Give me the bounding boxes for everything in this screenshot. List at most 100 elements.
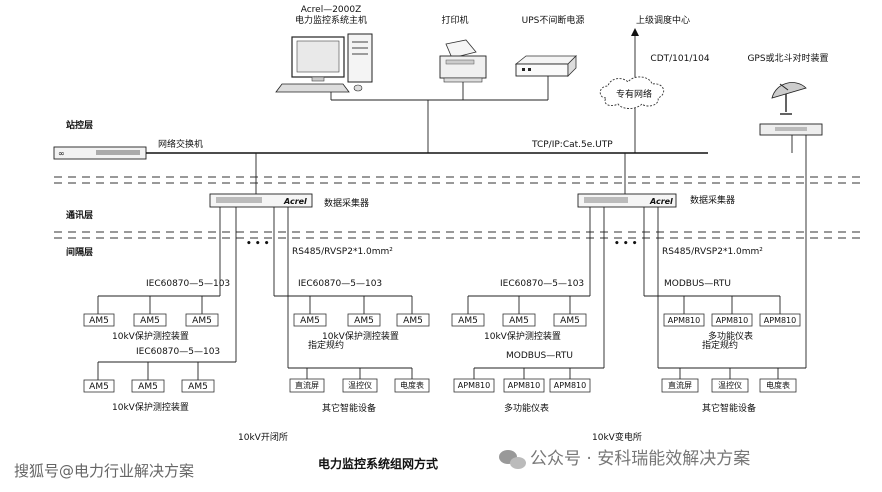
watermark-right: 公众号 · 安科瑞能效解决方案 (530, 449, 750, 469)
cloud-icon (599, 76, 665, 109)
am5-device (133, 313, 167, 327)
cdt-label: CDT/101/104 (650, 54, 709, 64)
apm810-device (549, 378, 591, 393)
data-collector-right: Acrel (577, 193, 677, 208)
am5-label: AM5 (140, 316, 160, 326)
temp-ctrl-label: 温控仪 (718, 380, 742, 390)
dc-screen-device (661, 378, 699, 393)
modbus-label-2: MODBUS—RTU (506, 351, 573, 361)
meter-device (759, 378, 797, 393)
am5-label: AM5 (138, 382, 158, 392)
other-devices-label-1: 其它智能设备 (322, 402, 376, 414)
meter-label: 电度表 (766, 380, 790, 390)
watermark-left: 搜狐号@电力行业解决方案 (14, 462, 194, 480)
collector-brand-left: Acrel (283, 197, 307, 206)
meter-label: 电度表 (400, 380, 424, 390)
gps-label: GPS或北斗对时装置 (747, 52, 828, 64)
tcp-label: TCP/IP:Cat.5e.UTP (531, 140, 613, 150)
am5-device (347, 313, 381, 327)
dc-screen-label: 直流屏 (668, 380, 692, 390)
collector-brand-right: Acrel (649, 197, 673, 206)
am5-device (83, 379, 115, 393)
dc-screen-label: 直流屏 (295, 380, 319, 390)
private-net-label: 专有网络 (616, 88, 652, 100)
am5-label: AM5 (458, 316, 478, 326)
am5-device (502, 313, 536, 327)
collector-label-left: 数据采集器 (324, 197, 369, 209)
prot-dev-label-3: 10kV保护测控装置 (112, 401, 189, 413)
bay-layer-label: 间隔层 (66, 246, 93, 258)
am5-label: AM5 (188, 382, 208, 392)
apm810-label: APM810 (764, 316, 796, 325)
prot-dev-label-4: 10kV保护测控装置 (484, 330, 561, 342)
apm810-device (663, 313, 705, 327)
printer-label: 打印机 (441, 14, 468, 26)
multi-meter-label-1: 多功能仪表 (708, 330, 753, 342)
iec-label-4: IEC60870—5—103 (500, 279, 584, 289)
meter-device (394, 378, 430, 393)
switch-label: 网络交换机 (158, 138, 203, 150)
am5-label: AM5 (89, 382, 109, 392)
other-devices-label-2: 其它智能设备 (702, 402, 756, 414)
wechat-icon (499, 450, 526, 469)
apm810-label: APM810 (716, 316, 748, 325)
temp-ctrl-device (711, 378, 749, 393)
printer-icon (439, 39, 487, 83)
apm810-device (711, 313, 753, 327)
am5-label: AM5 (509, 316, 529, 326)
apm810-label: APM810 (668, 316, 700, 325)
am5-device (553, 313, 587, 327)
prot-dev-label-1: 10kV保护测控装置 (112, 330, 189, 342)
host-computer-icon (275, 33, 373, 93)
prot-dev-label-2: 10kV保护测控装置 (322, 330, 399, 342)
apm810-label: APM810 (554, 381, 586, 390)
rs485-label-left: RS485/RVSP2*1.0mm² (292, 247, 393, 257)
iec-label-2: IEC60870—5—103 (298, 279, 382, 289)
satellite-dish-icon (771, 82, 807, 115)
apm810-device (453, 378, 495, 393)
am5-device (83, 313, 115, 327)
am5-device (181, 379, 215, 393)
am5-device (451, 313, 485, 327)
multi-meter-label-2: 多功能仪表 (504, 402, 549, 414)
ups-icon (514, 55, 577, 77)
site-sub-label: 10kV变电所 (592, 431, 642, 443)
host-model-label: Acrel—2000Z (301, 5, 362, 15)
iec-label-1: IEC60870—5—103 (146, 279, 230, 289)
am5-device (293, 313, 327, 327)
svg-text:∞: ∞ (58, 149, 65, 158)
am5-label: AM5 (354, 316, 374, 326)
rs485-label-right: RS485/RVSP2*1.0mm² (662, 247, 763, 257)
temp-ctrl-device (342, 378, 378, 393)
designated-proto-label-1: 指定规约 (308, 339, 344, 351)
designated-proto-label-2: 指定规约 (702, 339, 738, 351)
am5-label: AM5 (403, 316, 423, 326)
am5-device (396, 313, 430, 327)
am5-label: AM5 (89, 316, 109, 326)
ellipsis-right: • • • (614, 239, 638, 249)
comm-layer-label: 通讯层 (66, 209, 93, 221)
dc-screen-device (289, 378, 325, 393)
host-name-label: 电力监控系统主机 (295, 14, 367, 26)
collector-label-right: 数据采集器 (690, 194, 735, 206)
apm810-label: APM810 (508, 381, 540, 390)
am5-label: AM5 (300, 316, 320, 326)
apm810-device (503, 378, 545, 393)
uplink-arrow-icon (631, 28, 639, 36)
diagram-title: 电力监控系统组网方式 (318, 456, 438, 471)
apm810-device (759, 313, 801, 327)
ellipsis-left: • • • (246, 239, 270, 249)
am5-device (185, 313, 219, 327)
am5-label: AM5 (560, 316, 580, 326)
data-collector-left: Acrel (209, 193, 313, 208)
modbus-label-1: MODBUS—RTU (664, 279, 731, 289)
apm810-label: APM810 (458, 381, 490, 390)
site-open-label: 10kV开闭所 (238, 431, 288, 443)
am5-device (131, 379, 165, 393)
upper-center-label: 上级调度中心 (636, 14, 690, 26)
ups-label: UPS不间断电源 (522, 14, 585, 26)
station-layer-label: 站控层 (66, 119, 93, 131)
am5-label: AM5 (192, 316, 212, 326)
temp-ctrl-label: 温控仪 (348, 380, 372, 390)
